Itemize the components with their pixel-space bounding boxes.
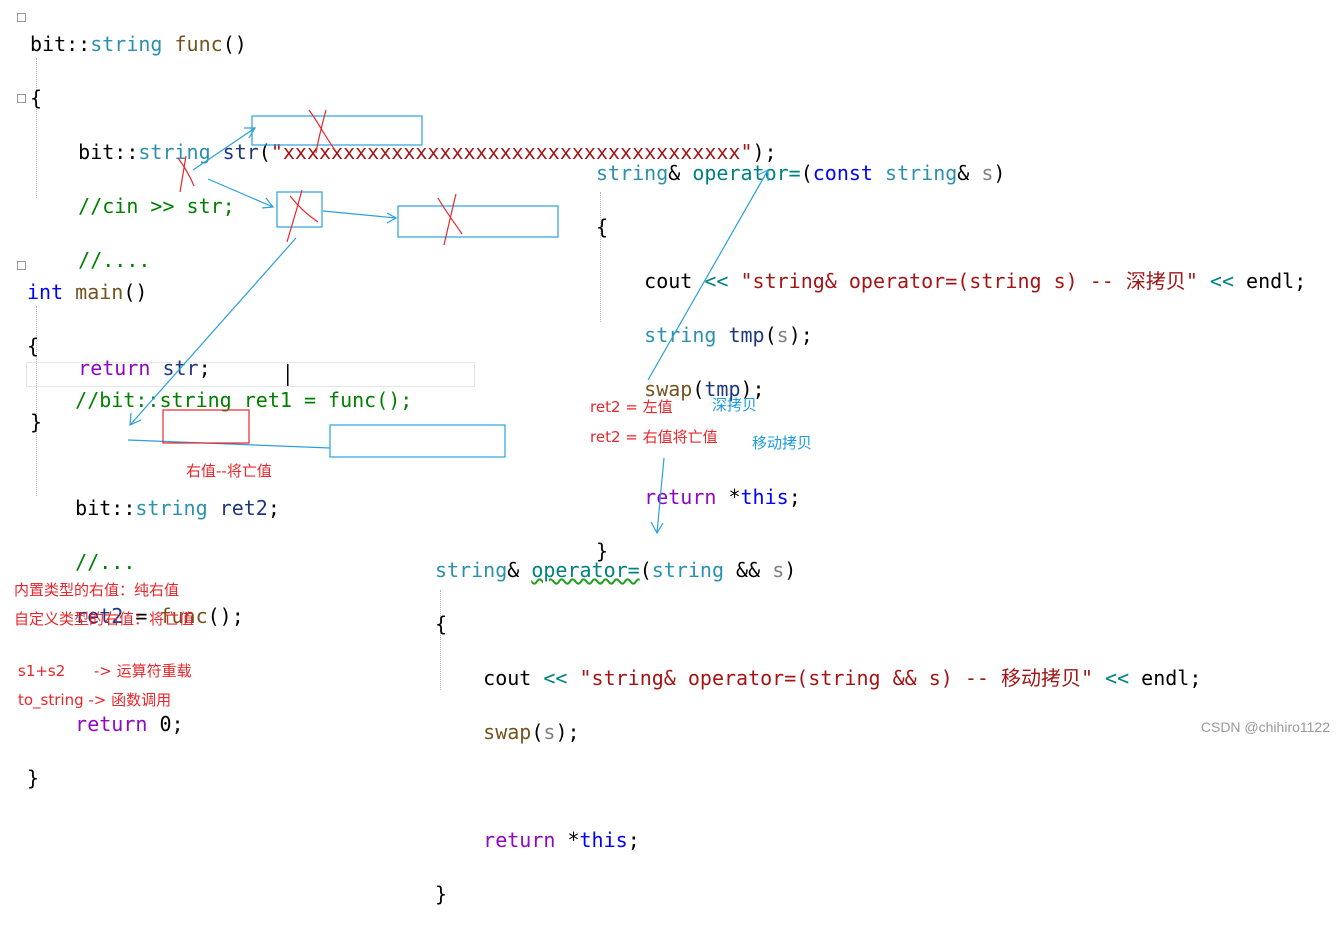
code-line: } (435, 882, 448, 906)
arrow-line (647, 169, 769, 381)
arrow-head (650, 521, 664, 535)
code-line: bit::string ret2; (27, 496, 280, 520)
deep-copy-note: 深拷贝 (712, 396, 758, 414)
object-box-func-temp (251, 115, 423, 146)
code-line: bit::string func() (30, 32, 247, 56)
code-line: return str; (78, 356, 211, 380)
code-line: } (596, 539, 609, 563)
ret2-xvalue-note: ret2 = 右值将亡值 (590, 428, 718, 446)
code-line: string tmp(s); (644, 323, 813, 347)
code-line: //.... (30, 248, 151, 272)
code-line: return 0; (75, 712, 184, 736)
func-call-highlight (162, 409, 250, 444)
cross-mark (177, 157, 195, 187)
watermark: CSDN @chihiro1122 (1200, 719, 1330, 735)
code-line: //bit::string ret1 = func(); (27, 388, 413, 412)
code-line: swap(tmp); (644, 377, 765, 401)
indent-guide (36, 306, 37, 496)
arrow-head (244, 127, 257, 139)
code-line: } (30, 410, 43, 434)
indent-guide (600, 192, 601, 322)
indent-guide (36, 58, 37, 198)
move-copy-note: 移动拷贝 (752, 434, 813, 452)
arrow-line (129, 237, 297, 426)
code-line: } (27, 766, 40, 790)
object-box-ret2 (329, 424, 506, 458)
cross-mark (289, 195, 319, 223)
code-line: cout << "string& operator=(string s) -- … (596, 269, 1307, 293)
builtin-rvalue-note: 内置类型的右值：纯右值 (14, 581, 180, 599)
code-line: return *this; (483, 828, 640, 852)
code-copy-assign-block: string& operator=(const string& s) { cou… (596, 133, 1306, 592)
arrow-line (207, 178, 274, 208)
rvalue-expiring-note: 右值--将亡值 (186, 462, 272, 480)
operator-overload-note: s1+s2 -> 运算符重载 (18, 662, 192, 680)
arrow-head (129, 412, 142, 426)
current-line-highlight (26, 362, 475, 387)
fold-toggle-icon[interactable] (17, 261, 26, 270)
code-line (435, 773, 1201, 800)
code-line: swap(s); (483, 720, 580, 744)
code-line: return *this; (644, 485, 801, 509)
cross-mark (443, 193, 457, 246)
custom-rvalue-note: 自定义类型的右值：将亡值 (14, 610, 195, 628)
code-line: string& operator=(string && s) (435, 558, 797, 582)
cross-mark (437, 197, 463, 235)
arrow-head (757, 169, 769, 181)
code-line: string& operator=(const string& s) (596, 161, 1006, 185)
arrow-line (322, 210, 397, 219)
annotation-overlay (127, 109, 769, 535)
code-line: int main() (27, 280, 148, 304)
code-line: //cin >> str; (30, 194, 235, 218)
ret2-lvalue-note: ret2 = 左值 (590, 398, 673, 416)
code-line: ret2 = func(); (75, 604, 244, 628)
cross-mark (286, 189, 303, 243)
code-line: { (435, 612, 448, 636)
indent-guide (440, 590, 441, 690)
fold-toggle-icon[interactable] (17, 13, 26, 22)
object-box-copy-temp (397, 205, 559, 238)
code-line: //... (27, 550, 136, 574)
text-cursor (287, 364, 289, 386)
object-box-return-temp (276, 191, 323, 228)
arrow-head (386, 212, 398, 224)
code-main-block: int main() { //bit::string ret1 = func()… (27, 252, 412, 819)
arrow-line (192, 127, 256, 171)
cross-mark (308, 109, 336, 151)
code-line: { (30, 86, 43, 110)
fold-toggle-icon[interactable] (17, 94, 26, 103)
code-line: { (596, 215, 609, 239)
arrow-line (656, 457, 665, 534)
code-move-assign-block: string& operator=(string && s) { cout <<… (435, 530, 1201, 935)
arrow-line (127, 439, 331, 449)
code-line: { (27, 334, 40, 358)
cross-mark (179, 155, 187, 193)
code-line: bit::string str("xxxxxxxxxxxxxxxxxxxxxxx… (30, 140, 777, 164)
code-line: cout << "string& operator=(string && s) … (435, 666, 1202, 690)
code-func-block: bit::string func() { bit::string str("xx… (30, 4, 777, 463)
cross-mark (315, 109, 327, 154)
function-call-note: to_string -> 函数调用 (18, 691, 172, 709)
arrow-head (261, 197, 275, 209)
